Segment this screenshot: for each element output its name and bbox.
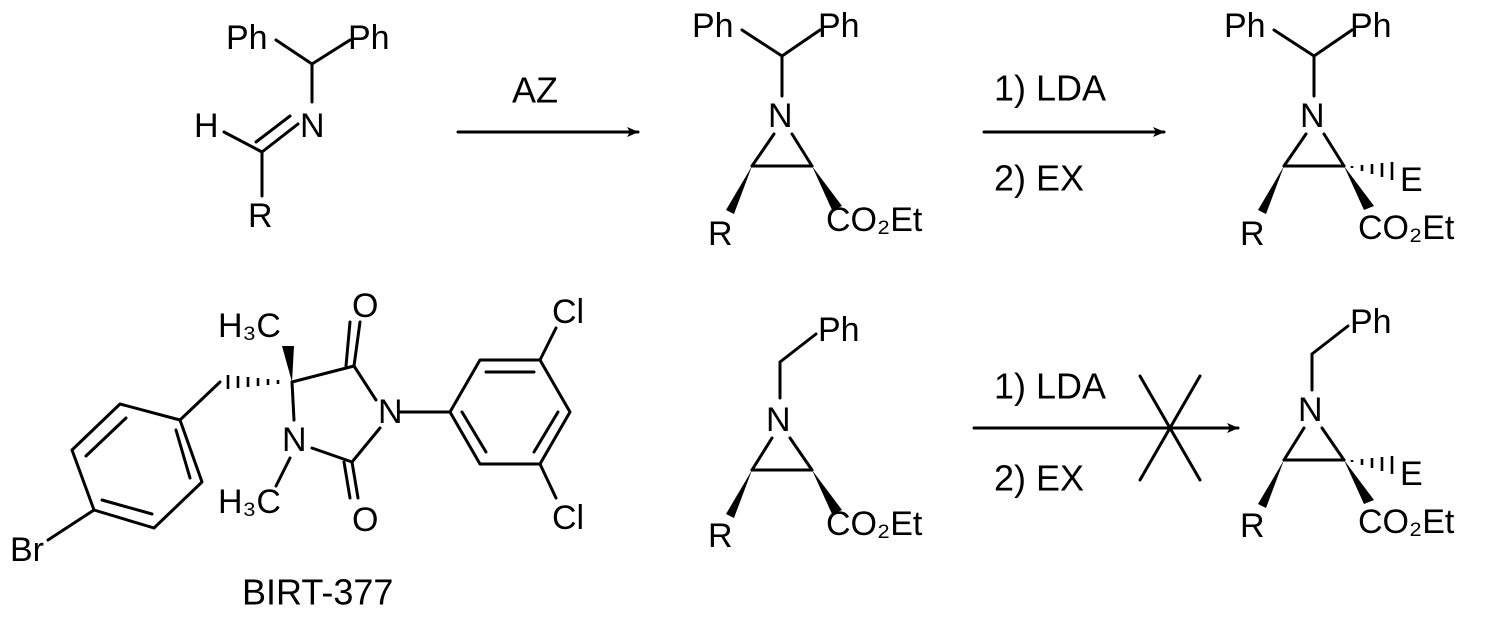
methyl-group: H₃C	[218, 483, 281, 521]
arrow-blocked: 1) LDA 2) EX	[972, 366, 1240, 499]
arrow-step-1: AZ	[456, 70, 640, 137]
cross-mark	[1138, 374, 1202, 482]
wedge-bond	[726, 166, 752, 214]
atom-e: E	[1400, 455, 1423, 493]
atom-n: N	[1300, 97, 1325, 135]
atom-n: N	[766, 401, 791, 439]
wedge-bond	[282, 346, 294, 382]
wedge-bond	[1344, 460, 1374, 504]
atom-r: R	[708, 215, 733, 253]
atom-h: H	[194, 107, 219, 145]
atom-r: R	[1240, 215, 1265, 253]
aziridine-alkylated-bottom: Ph N E R CO₂Et	[1240, 303, 1455, 545]
atom-ph: Ph	[692, 7, 734, 45]
atom-ph: Ph	[818, 7, 860, 45]
wedge-bond	[812, 166, 842, 210]
reagent-lda: 1) LDA	[994, 68, 1106, 109]
reagent-ex: 2) EX	[994, 158, 1084, 199]
hashed-bond	[226, 375, 280, 389]
atom-n: N	[1298, 391, 1323, 429]
atom-o: O	[352, 501, 378, 539]
atom-br: Br	[10, 531, 44, 569]
atom-cl: Cl	[552, 499, 584, 537]
wedge-bond	[1344, 166, 1374, 210]
aziridine-alkylated-top: Ph Ph N E R CO₂Et	[1224, 7, 1455, 253]
atom-ph: Ph	[818, 311, 860, 349]
atom-n: N	[378, 393, 403, 431]
atom-ph: Ph	[1350, 7, 1392, 45]
aziridine-benzhydryl: Ph Ph N R CO₂Et	[692, 7, 923, 253]
starting-imine: Ph Ph N H R	[194, 19, 390, 235]
wedge-bond	[812, 470, 842, 514]
wedge-bond	[1258, 460, 1284, 508]
atom-ph: Ph	[1350, 303, 1392, 341]
atom-r: R	[1240, 507, 1265, 545]
atom-ph: Ph	[226, 19, 268, 57]
ester-group: CO₂Et	[826, 505, 923, 543]
methyl-group: H₃C	[218, 307, 281, 345]
atom-o: O	[352, 287, 378, 325]
wedge-bond	[1258, 166, 1284, 214]
ester-group: CO₂Et	[1358, 209, 1455, 247]
atom-n: N	[768, 97, 793, 135]
atom-ph: Ph	[1224, 7, 1266, 45]
atom-e: E	[1400, 161, 1423, 199]
arrow-step-2: 1) LDA 2) EX	[982, 68, 1166, 199]
hashed-bond	[1350, 162, 1394, 180]
atom-n: N	[300, 107, 325, 145]
reagent-lda: 1) LDA	[994, 366, 1106, 407]
atom-r: R	[708, 517, 733, 555]
atom-cl: Cl	[552, 293, 584, 331]
wedge-bond	[726, 470, 752, 518]
ester-group: CO₂Et	[1358, 503, 1455, 541]
aziridine-benzyl: Ph N R CO₂Et	[708, 311, 923, 555]
atom-ph: Ph	[348, 19, 390, 57]
atom-n: N	[282, 421, 307, 459]
birt-377-structure: Br H₃C O N O N H₃C	[10, 287, 584, 613]
hashed-bond	[1350, 456, 1394, 474]
atom-r: R	[248, 197, 273, 235]
reagent-ex: 2) EX	[994, 458, 1084, 499]
compound-label: BIRT-377	[242, 572, 393, 613]
reagent-az: AZ	[512, 70, 558, 111]
ester-group: CO₂Et	[826, 201, 923, 239]
